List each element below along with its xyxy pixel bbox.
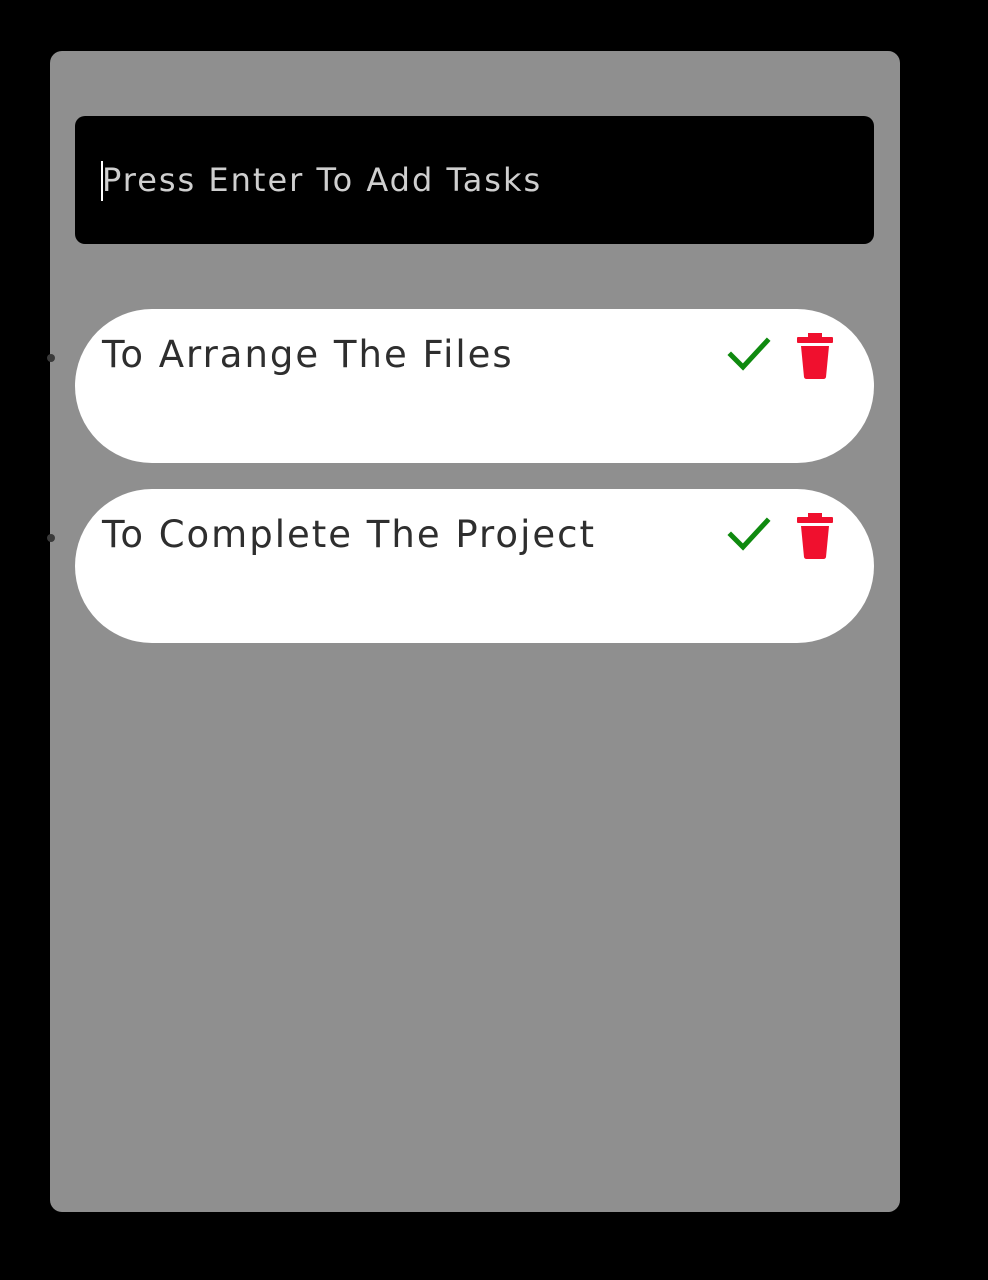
task-item: To Arrange The Files (47, 309, 874, 463)
todo-panel: To Arrange The Files To Complete The Pro… (47, 51, 900, 1212)
list-bullet (47, 534, 55, 542)
task-item: To Complete The Project (47, 489, 874, 643)
check-icon (727, 337, 771, 371)
trash-icon (797, 333, 833, 379)
task-text: To Complete The Project (102, 513, 596, 556)
list-bullet (47, 354, 55, 362)
complete-task-button[interactable] (727, 335, 771, 375)
check-icon (727, 517, 771, 551)
delete-task-button[interactable] (795, 331, 835, 381)
text-caret (101, 161, 103, 201)
trash-icon (797, 513, 833, 559)
complete-task-button[interactable] (727, 515, 771, 555)
task-input[interactable] (75, 116, 874, 244)
delete-task-button[interactable] (795, 511, 835, 561)
task-text: To Arrange The Files (102, 333, 514, 376)
task-list: To Arrange The Files To Complete The Pro… (47, 309, 900, 669)
task-input-container (75, 116, 874, 244)
